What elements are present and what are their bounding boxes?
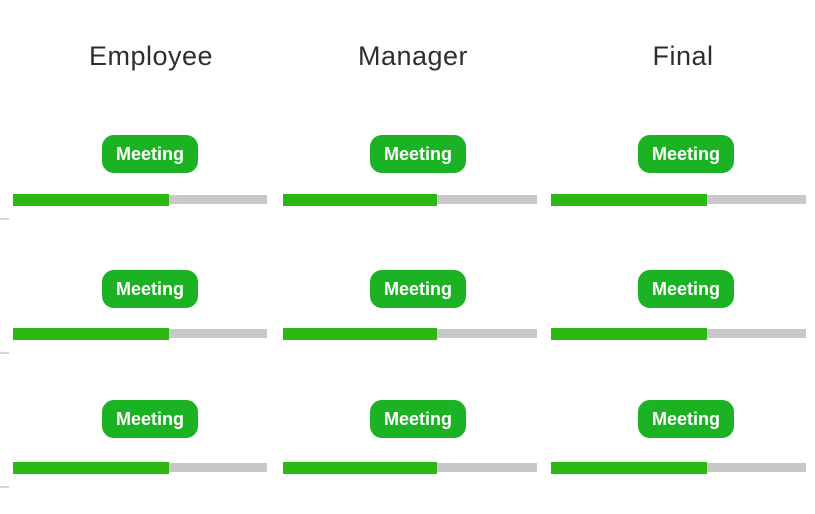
column-header-manager: Manager [357,41,469,71]
progress-bar [13,328,267,340]
column-header-final: Final [652,41,714,71]
progress-fill [13,462,169,474]
meeting-badge[interactable]: Meeting [370,400,466,438]
progress-fill [283,194,437,206]
progress-bar [551,194,806,206]
left-edge-line [0,486,9,488]
progress-fill [551,194,708,206]
progress-fill [551,328,708,340]
progress-bar [283,194,537,206]
progress-fill [13,328,169,340]
progress-bar [551,328,806,340]
progress-bar [283,328,537,340]
column-header-employee: Employee [88,41,214,71]
meeting-badge[interactable]: Meeting [370,270,466,308]
meeting-badge[interactable]: Meeting [370,135,466,173]
left-edge-line [0,352,9,354]
progress-bar [13,194,267,206]
progress-fill [283,328,437,340]
meeting-badge[interactable]: Meeting [102,135,198,173]
meeting-badge[interactable]: Meeting [102,400,198,438]
progress-fill [551,462,708,474]
progress-bar [551,462,806,474]
meeting-badge[interactable]: Meeting [638,135,734,173]
meeting-badge[interactable]: Meeting [102,270,198,308]
left-edge-line [0,218,9,220]
progress-bar [283,462,537,474]
meeting-badge[interactable]: Meeting [638,400,734,438]
progress-bar [13,462,267,474]
progress-fill [13,194,169,206]
progress-fill [283,462,437,474]
meeting-badge[interactable]: Meeting [638,270,734,308]
